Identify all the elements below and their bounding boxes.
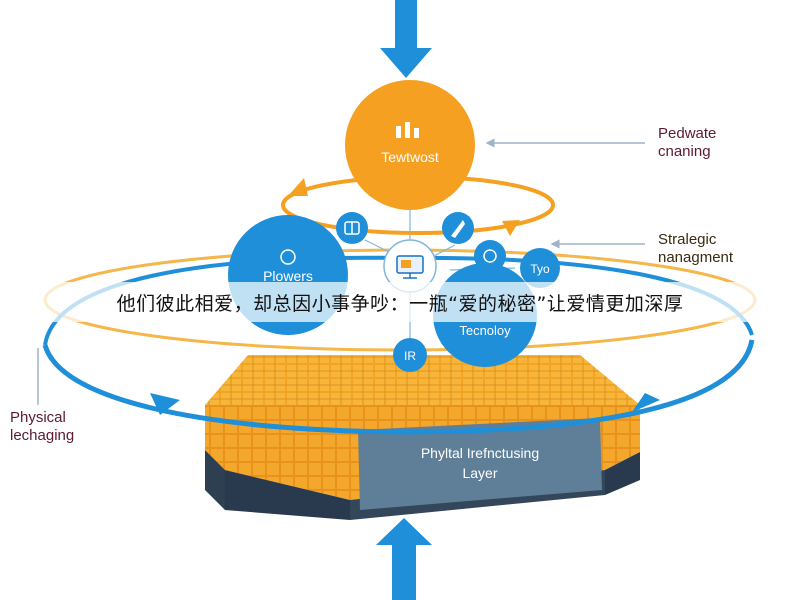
caption-text: 他们彼此相爱，却总因小事争吵：一瓶“爱的秘密”让爱情更加深厚 [116, 292, 684, 315]
node-small-bottom-label: IR [404, 349, 416, 363]
node-small-top-right [442, 212, 474, 244]
orange-orbit-arrow-left [288, 178, 308, 196]
monitor-icon [396, 255, 424, 279]
top-down-arrow [380, 0, 432, 78]
node-right-label: Tecnoloy [459, 323, 511, 338]
label-left: Physical lechaging [10, 409, 75, 444]
node-small-right-label: Tyo [530, 262, 550, 276]
node-top-label: Tewtwost [381, 149, 439, 165]
blue-ring-right-arrow [632, 393, 660, 412]
platform-label-line-2: Layer [462, 465, 497, 481]
blue-ring-left-arrow [150, 393, 180, 415]
bars-icon [396, 122, 419, 138]
bottom-up-arrow [376, 518, 432, 600]
platform-label-panel: Phyltal Irefnctusing Layer [358, 418, 602, 510]
refresh-icon [483, 249, 497, 263]
puzzle-icon [280, 249, 296, 265]
node-small-left [336, 212, 368, 244]
caption-banner: 他们彼此相爱，却总因小事争吵：一瓶“爱的秘密”让爱情更加深厚 [0, 282, 800, 322]
node-left-label: Plowers [263, 268, 313, 284]
rocket-icon [451, 220, 465, 238]
platform-label-line-1: Phyltal Irefnctusing [421, 445, 539, 461]
node-small-bottom: IR [393, 338, 427, 372]
node-small-right: Tyo [520, 248, 560, 288]
node-top: Tewtwost [345, 80, 475, 210]
dual-window-icon [344, 221, 360, 235]
central-hub [383, 239, 437, 293]
blue-ring-front [42, 339, 755, 435]
label-mid-right: Stralegic nanagment [658, 231, 734, 266]
label-top-right: Pedwate cnaning [658, 125, 717, 160]
node-small-mid-right [474, 240, 506, 272]
orange-orbit-arrow-right [502, 220, 520, 236]
